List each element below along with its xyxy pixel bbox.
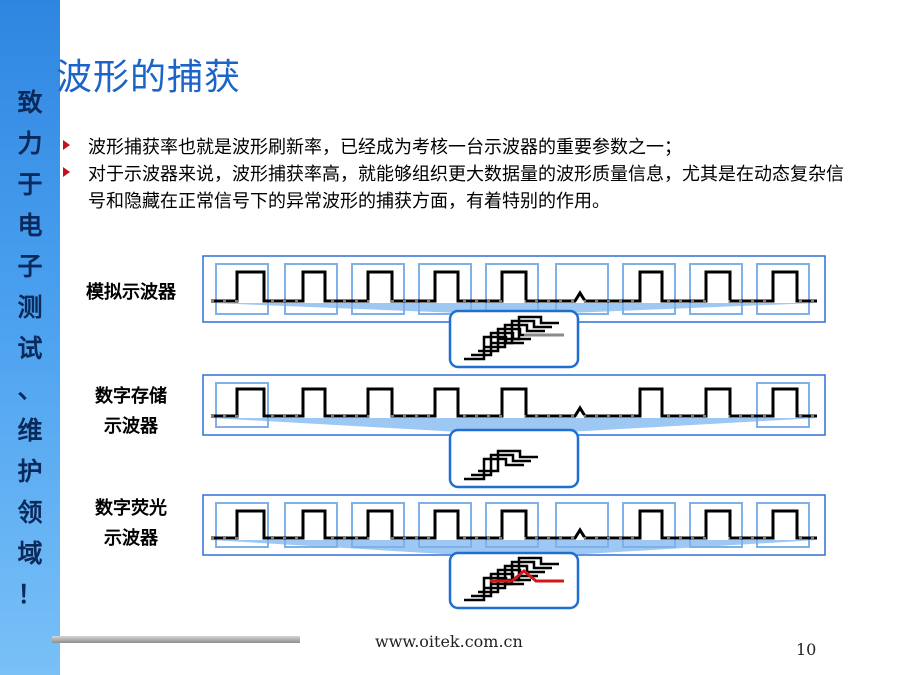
persistence-trace [492,319,552,345]
acquisition-window [485,502,539,548]
signal-waveform [211,387,817,418]
persistence-trace [464,457,524,481]
footer-url: www.oitek.com.cn [375,632,523,651]
slogan-char: 致 [17,88,43,117]
scope-label-line: 数字存储 [95,386,167,407]
slide-title: 波形的捕获 [56,57,242,98]
acquisition-window [351,502,405,548]
page-number: 10 [796,640,817,659]
signal-waveform [211,509,817,540]
slogan-char: 护 [17,457,43,486]
slogan-char: 、 [17,375,43,404]
persistence-trace [499,315,559,341]
slogan-char: 电 [17,211,43,240]
slogan-char: 测 [17,293,43,322]
slogan-char: 域 [17,539,43,568]
capture-fan [211,418,817,432]
persistence-trace [478,449,538,473]
scope-label-analog: 模拟示波器 [70,278,192,308]
persistence-trace [499,556,559,582]
bullet-list: 波形捕获率也就是波形刷新率，已经成为考核一台示波器的重要参数之一； 对于示波器来… [62,134,852,215]
scope-label-line: 数字荧光 [95,498,167,519]
bullet-item: 对于示波器来说，波形捕获率高，就能够组织更大数据量的波形质量信息，尤其是在动态复… [62,161,852,215]
bullet-arrow-icon [63,167,70,177]
bullet-text: 波形捕获率也就是波形刷新率，已经成为考核一台示波器的重要参数之一； [88,137,682,158]
scope-label-dpo: 数字荧光 示波器 [70,494,192,554]
footer-bar [52,636,300,643]
acquisition-window [756,502,810,548]
scope-label-line: 示波器 [104,528,158,549]
acquisition-window [689,263,743,315]
acquisition-window [284,263,338,315]
persistence-trace [485,564,545,590]
acquisition-window [555,502,609,548]
acquisition-window [689,502,743,548]
acquisition-window [418,263,472,315]
slogan-char: 子 [17,252,43,281]
slogan-char: 于 [17,170,43,199]
slogan-char: 维 [17,416,43,445]
persistence-trace [492,560,552,586]
acquisition-window [418,502,472,548]
signal-waveform [211,270,817,303]
acquisition-window [351,263,405,315]
acquisition-window [284,502,338,548]
persistence-trace [485,323,545,349]
capture-fan [211,303,817,313]
anomaly-trace [490,569,564,583]
acquisition-window [215,502,269,548]
persistence-trace [478,327,538,353]
persistence-trace [478,568,538,594]
persistence-trace [471,453,531,477]
slogan-char: 力 [17,129,43,158]
scope-label-line: 模拟示波器 [86,282,176,303]
slogan: 致 力 于 电 子 测 试 、 维 护 领 域 ！ [0,82,60,615]
acquisition-window [622,502,676,548]
acquisition-window [215,263,269,315]
acquisition-window [756,382,810,428]
acquisition-window [756,263,810,315]
acquisition-window [622,263,676,315]
slogan-char: ！ [17,580,43,609]
slogan-char: 试 [17,334,43,363]
bullet-item: 波形捕获率也就是波形刷新率，已经成为考核一台示波器的重要参数之一； [62,134,852,161]
scope-label-dso: 数字存储 示波器 [70,382,192,442]
slogan-char: 领 [17,498,43,527]
scope-label-line: 示波器 [104,416,158,437]
acquisition-window [555,263,609,315]
sidebar: 致 力 于 电 子 测 试 、 维 护 领 域 ！ [0,0,60,675]
bullet-arrow-icon [63,140,70,150]
bullet-text: 对于示波器来说，波形捕获率高，就能够组织更大数据量的波形质量信息，尤其是在动态复… [88,164,844,212]
acquisition-window [215,382,269,428]
